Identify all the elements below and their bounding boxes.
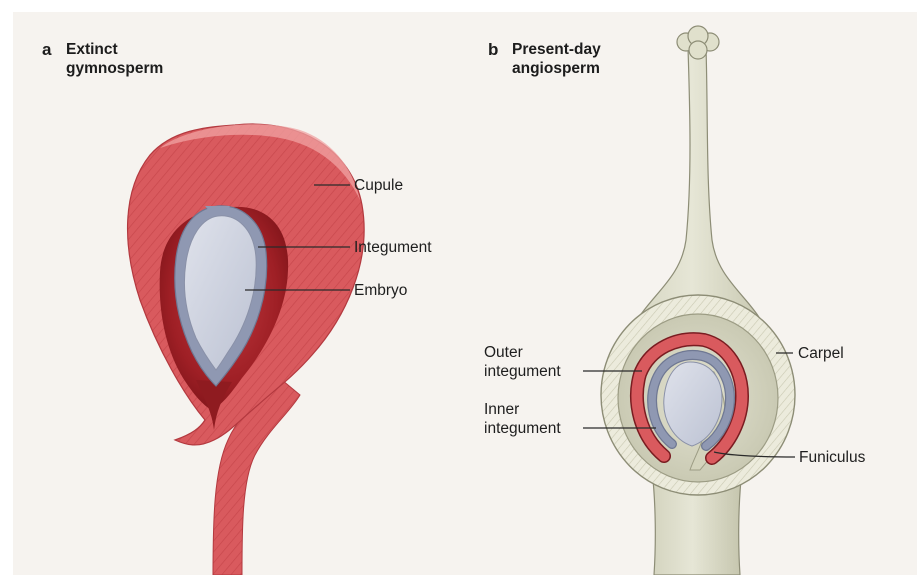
carpel-shape [601,26,795,575]
panel-b-title-line1: Present-day [512,40,601,59]
label-inner-integument-line2: integument [484,419,561,438]
panel-b-title-line2: angiosperm [512,59,601,78]
label-embryo: Embryo [354,281,407,300]
label-outer-integument-line1: Outer [484,343,561,362]
label-funiculus: Funiculus [799,448,865,467]
stigma-shape [677,26,719,59]
panel-b-title: Present-day angiosperm [512,40,601,78]
panel-a-title-line2: gymnosperm [66,59,163,78]
label-outer-integument-line2: integument [484,362,561,381]
label-inner-integument-line1: Inner [484,400,561,419]
label-integument: Integument [354,238,432,257]
label-carpel: Carpel [798,344,844,363]
inner-integument-shape [652,355,730,446]
label-cupule: Cupule [354,176,403,195]
panel-a-title-line1: Extinct [66,40,163,59]
panel-a-title: Extinct gymnosperm [66,40,163,78]
panel-b-letter: b [488,40,498,60]
label-outer-integument: Outer integument [484,343,561,381]
label-inner-integument: Inner integument [484,400,561,438]
cupule-shape [128,124,365,575]
panel-a-letter: a [42,40,51,60]
